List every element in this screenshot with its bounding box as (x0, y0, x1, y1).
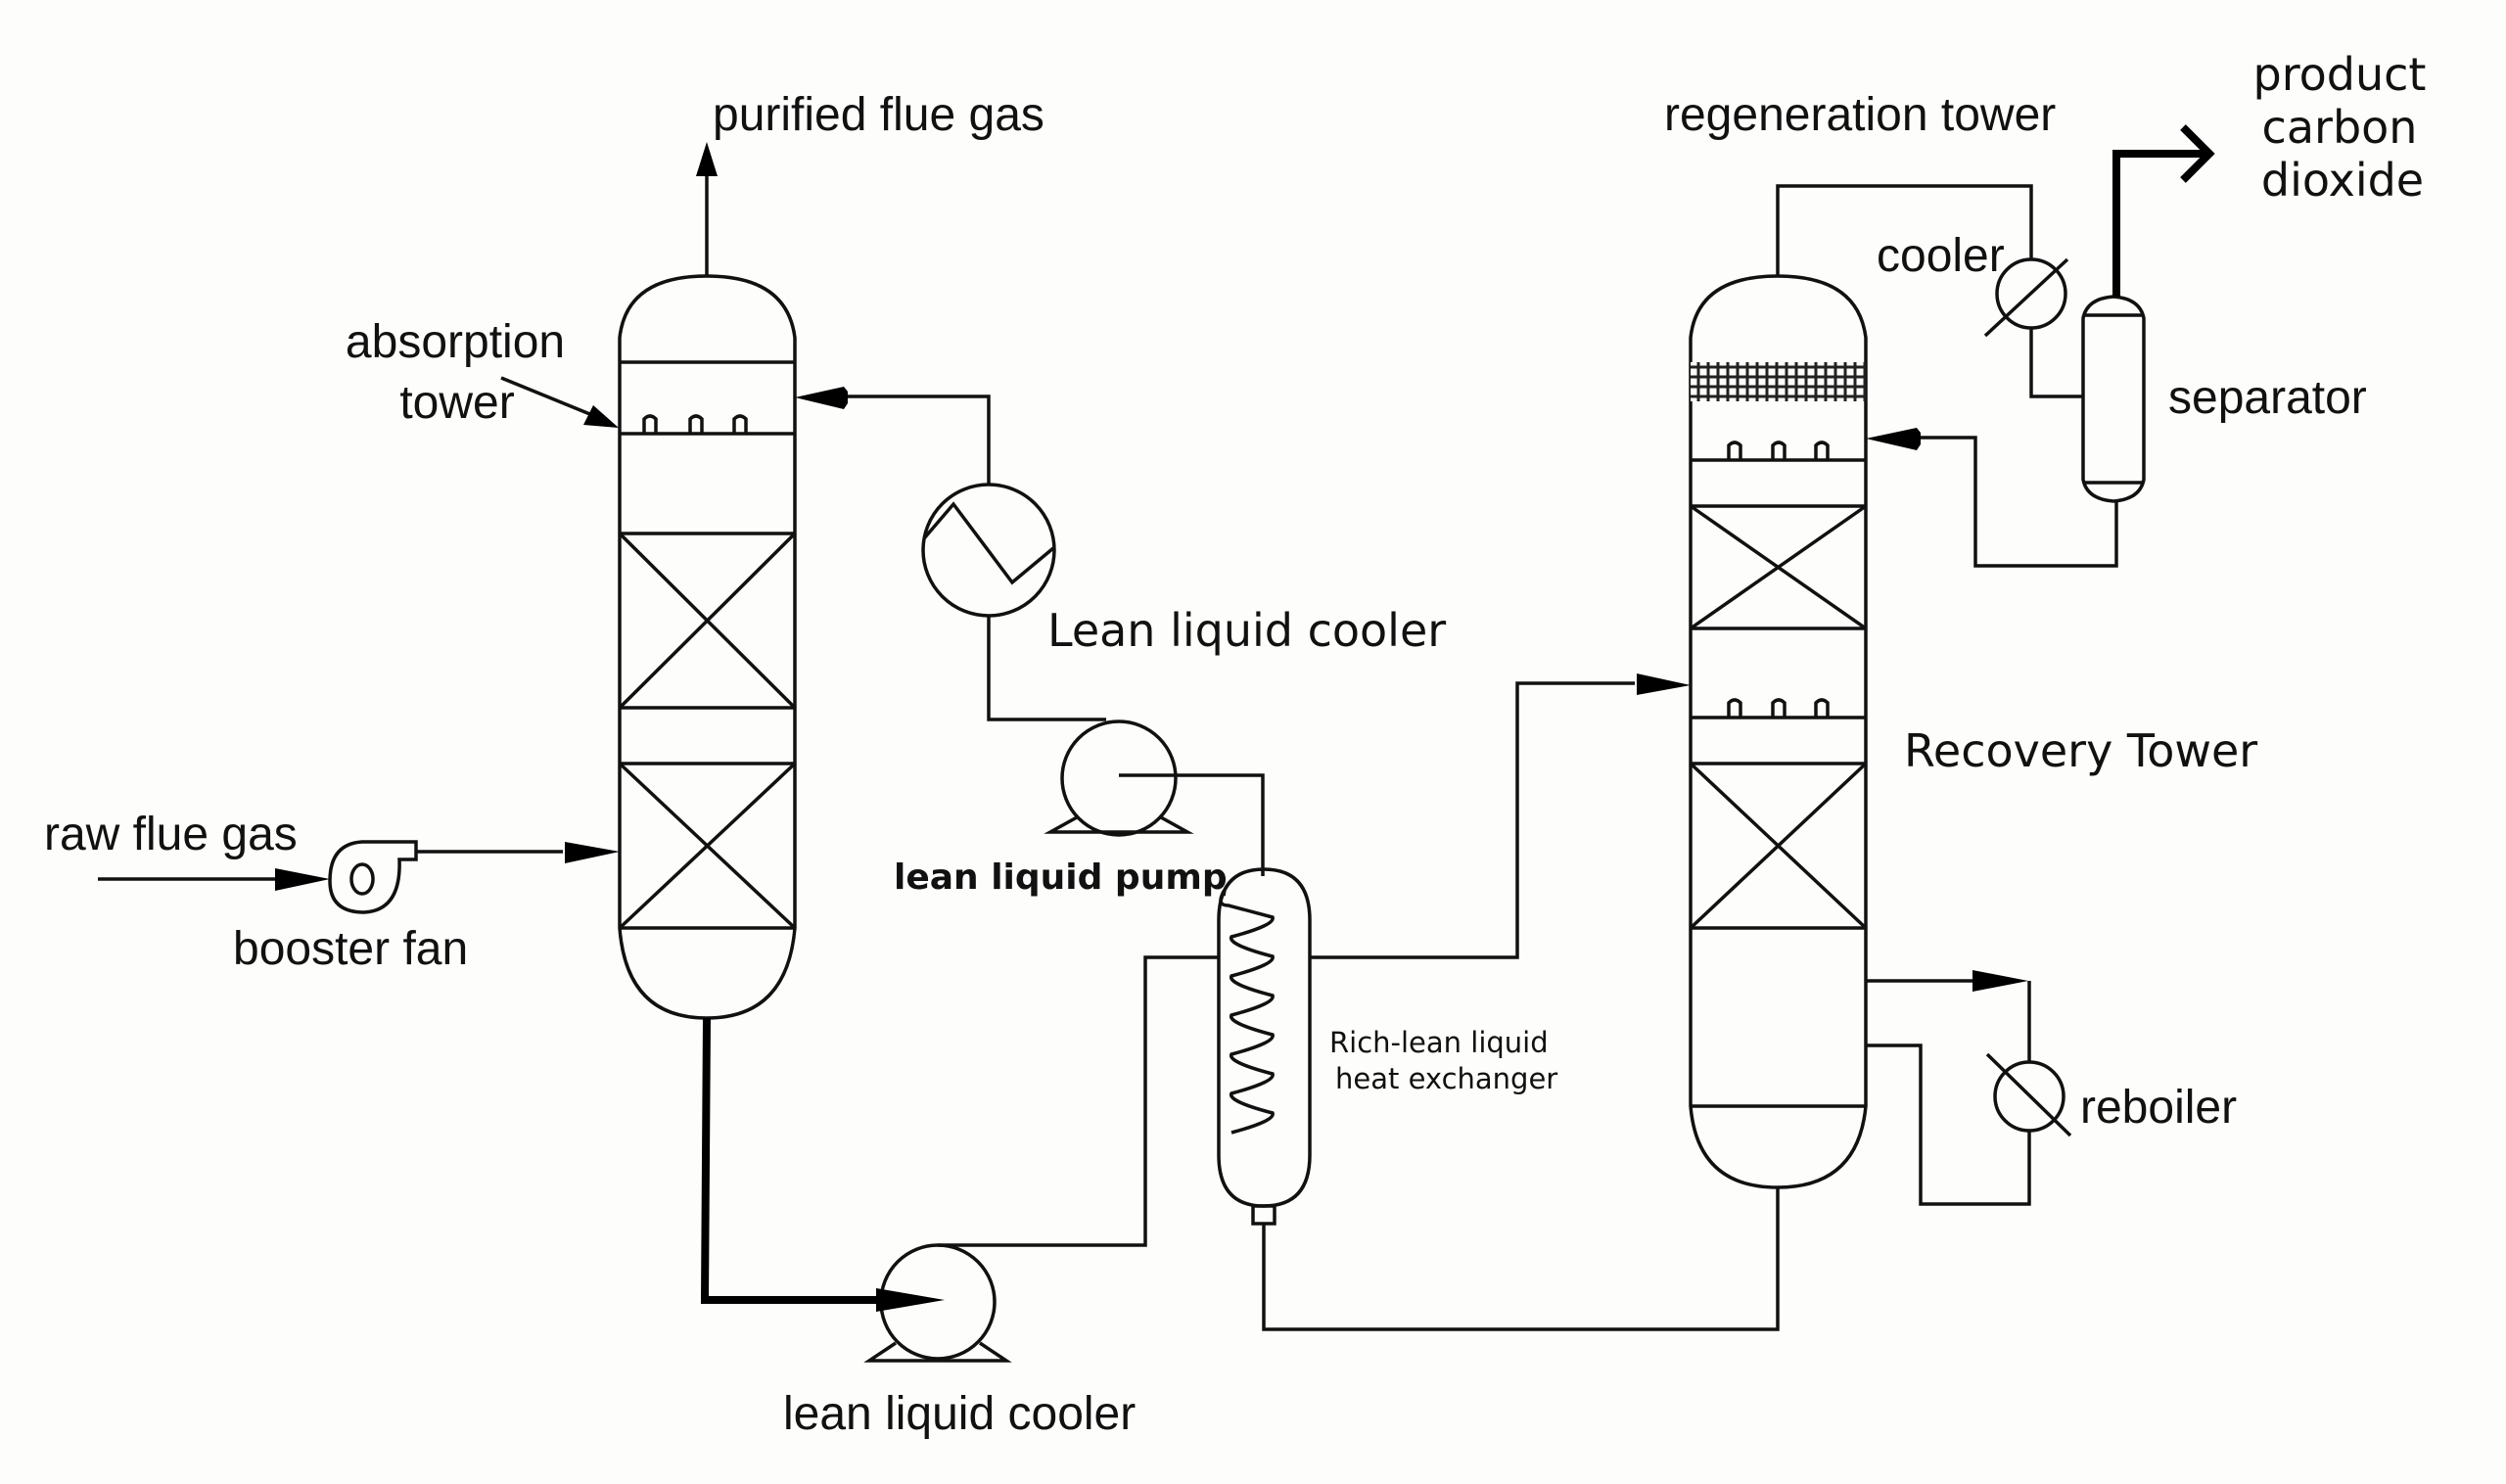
label-purified-flue-gas: purified flue gas (713, 89, 1044, 141)
fan-casing-icon (328, 840, 418, 914)
label-lean-liquid-pump: lean liquid pump (894, 858, 1228, 898)
label-booster-fan: booster fan (233, 923, 468, 975)
cooler-to-separator-stream (2029, 328, 2083, 398)
reboiler-draw-stream (1866, 970, 2031, 1062)
lean-liquid-pump[interactable] (1044, 719, 1265, 876)
arrow-up-icon (696, 142, 718, 176)
regeneration-packing-bed-2 (1689, 762, 1868, 930)
separator-shell (2081, 295, 2146, 503)
cooler-slash-icon (1983, 257, 2069, 338)
fan-to-absorber-stream (416, 842, 620, 863)
pump-base-icon (863, 1341, 1012, 1363)
label-heat-exchanger-1: Rich-lean liquid (1329, 1026, 1549, 1059)
absorption-tower[interactable] (618, 274, 797, 1020)
regeneration-bubble-caps-1 (1727, 441, 1830, 460)
pointer-arrow-icon (583, 405, 619, 428)
arrow-right-icon (275, 868, 330, 891)
regenerator-overhead-stream (1776, 184, 2033, 276)
raw-flue-gas-stream (98, 868, 330, 891)
label-recovery-tower: Recovery Tower (1904, 724, 2257, 777)
separator-reflux-stream (1866, 428, 2118, 568)
regeneration-tower-shell (1689, 274, 1868, 1189)
booster-fan[interactable] (328, 840, 418, 914)
label-regeneration-tower: regeneration tower (1664, 89, 2056, 141)
label-cooler: cooler (1877, 230, 2005, 282)
pump-base-icon (1044, 815, 1194, 834)
label-heat-exchanger-2: heat exchanger (1335, 1062, 1557, 1095)
rich-lean-heat-exchanger[interactable] (1217, 867, 1312, 1226)
regenerator-bottom-to-exchanger-stream (1262, 1187, 1780, 1331)
absorber-to-pump-stream (700, 1017, 945, 1312)
zigzag-coil-icon (922, 501, 1055, 585)
arrow-right-icon (876, 1288, 945, 1312)
label-separator: separator (2168, 372, 2367, 424)
regeneration-packing-bed-1 (1689, 504, 1868, 630)
separator[interactable] (2081, 295, 2146, 503)
lean-liquid-cooler-upper[interactable] (921, 483, 1056, 618)
reboiler[interactable] (1985, 1052, 2072, 1137)
pump-to-cooler-stream (987, 616, 1106, 721)
demister-mesh-pad (1691, 362, 1866, 401)
regeneration-bubble-caps-2 (1727, 698, 1830, 718)
reboiler-return-stream (1866, 1043, 2031, 1206)
absorption-tower-packing-bed-1 (618, 532, 797, 710)
arrow-left-icon (795, 387, 848, 409)
exchanger-shell (1217, 867, 1312, 1208)
arrow-right-icon (1972, 970, 2028, 992)
label-product-2: carbon (2262, 101, 2418, 154)
coil-icon (1219, 889, 1275, 1135)
reboiler-slash-icon (1985, 1052, 2072, 1137)
purified-flue-gas-stream (696, 142, 718, 276)
label-reboiler: reboiler (2080, 1082, 2237, 1134)
arrow-right-icon (565, 842, 620, 863)
absorption-tower-packing-bed-2 (618, 762, 797, 930)
label-lean-liquid-cooler-upper: Lean liquid cooler (1047, 604, 1446, 657)
label-raw-flue-gas: raw flue gas (44, 809, 298, 860)
absorption-tower-pointer (500, 376, 619, 428)
pump-to-exchanger-stream (1119, 773, 1265, 876)
arrow-right-icon (1637, 673, 1691, 695)
label-absorption-tower-1: absorption (346, 316, 565, 368)
pump-circle-icon (1060, 719, 1178, 837)
absorption-tower-bubble-caps (642, 414, 748, 434)
exchanger-bottom-nozzle (1251, 1204, 1276, 1226)
cooler-to-absorber-stream (795, 387, 991, 485)
fan-impeller-icon (349, 862, 375, 896)
label-product-1: product (2253, 48, 2427, 101)
exchanger-to-regenerator-stream (1310, 673, 1691, 959)
label-product-3: dioxide (2261, 154, 2424, 207)
regeneration-tower[interactable] (1689, 274, 1868, 1189)
rich-pump-to-exchanger-stream (938, 955, 1219, 1247)
product-co2-stream (2112, 124, 2215, 297)
arrow-left-icon (1866, 428, 1921, 450)
absorption-tower-shell (618, 274, 797, 1020)
open-arrow-right-icon (2180, 124, 2215, 183)
label-absorption-tower-2: tower (399, 377, 514, 429)
label-lean-liquid-cooler-lower: lean liquid cooler (783, 1388, 1136, 1440)
